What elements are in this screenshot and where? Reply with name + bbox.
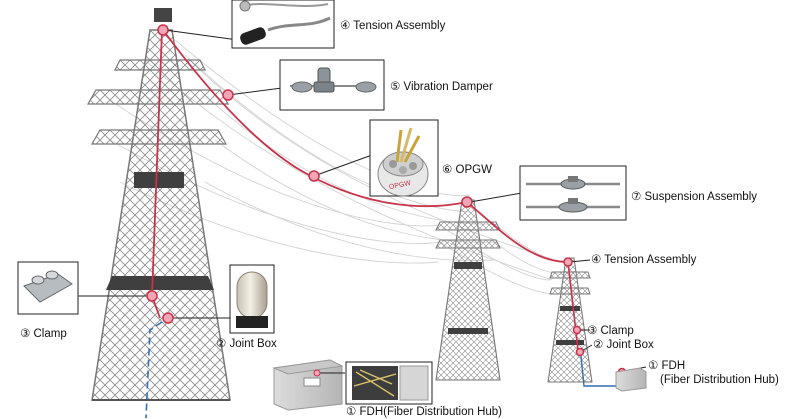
marker-jointbox-right <box>575 347 585 357</box>
tower-band-upper <box>134 172 184 188</box>
large-tower <box>86 8 231 401</box>
marker-clamp-left <box>146 290 158 302</box>
fdh-cabinet-right <box>615 367 647 392</box>
label-clamp-right: ③ Clamp <box>587 325 634 337</box>
label-clamp-left: ③ Clamp <box>20 328 67 340</box>
marker-opgw <box>308 170 320 182</box>
fdh-cabinet-left <box>272 359 345 411</box>
label-joint-box-right: ② Joint Box <box>593 339 654 351</box>
marker-clamp-right <box>572 325 582 335</box>
label-fdh-right: ① FDH <box>648 360 686 372</box>
label-fdh-left: ① FDH(Fiber Distribution Hub) <box>346 406 503 418</box>
tower-down-lead-right <box>567 261 579 351</box>
fiber-line-left <box>145 321 163 418</box>
opgw-cable <box>162 29 569 263</box>
middle-tower <box>435 199 501 381</box>
marker-tension-right <box>563 257 573 267</box>
opgw-cable-print: OPGW <box>389 180 413 192</box>
callout-vibration-damper <box>279 59 385 111</box>
marker-suspension <box>461 196 473 208</box>
label-fdh-right-sub: (Fiber Distribution Hub) <box>660 374 779 386</box>
label-tension-assembly-top: ④ Tension Assembly <box>340 20 446 32</box>
tower-down-lead-left <box>151 29 163 297</box>
callout-joint-box <box>229 264 275 334</box>
label-suspension-assembly: ⑦ Suspension Assembly <box>631 191 758 203</box>
callout-suspension-assembly <box>519 165 627 221</box>
callout-opgw: OPGW <box>369 119 439 197</box>
label-opgw: ⑥ OPGW <box>442 164 492 176</box>
callout-tension-assembly <box>231 0 335 49</box>
marker-tension-left <box>157 24 169 36</box>
label-tension-assembly-right: ④ Tension Assembly <box>591 254 697 266</box>
marker-jointbox-left <box>162 312 174 324</box>
marker-damper <box>222 89 234 101</box>
label-vibration-damper: ⑤ Vibration Damper <box>390 81 493 93</box>
callout-clamp <box>17 261 79 315</box>
callout-fdh-open <box>345 361 433 405</box>
label-joint-box-left: ② Joint Box <box>216 338 277 350</box>
tower-band-lower <box>106 276 214 290</box>
